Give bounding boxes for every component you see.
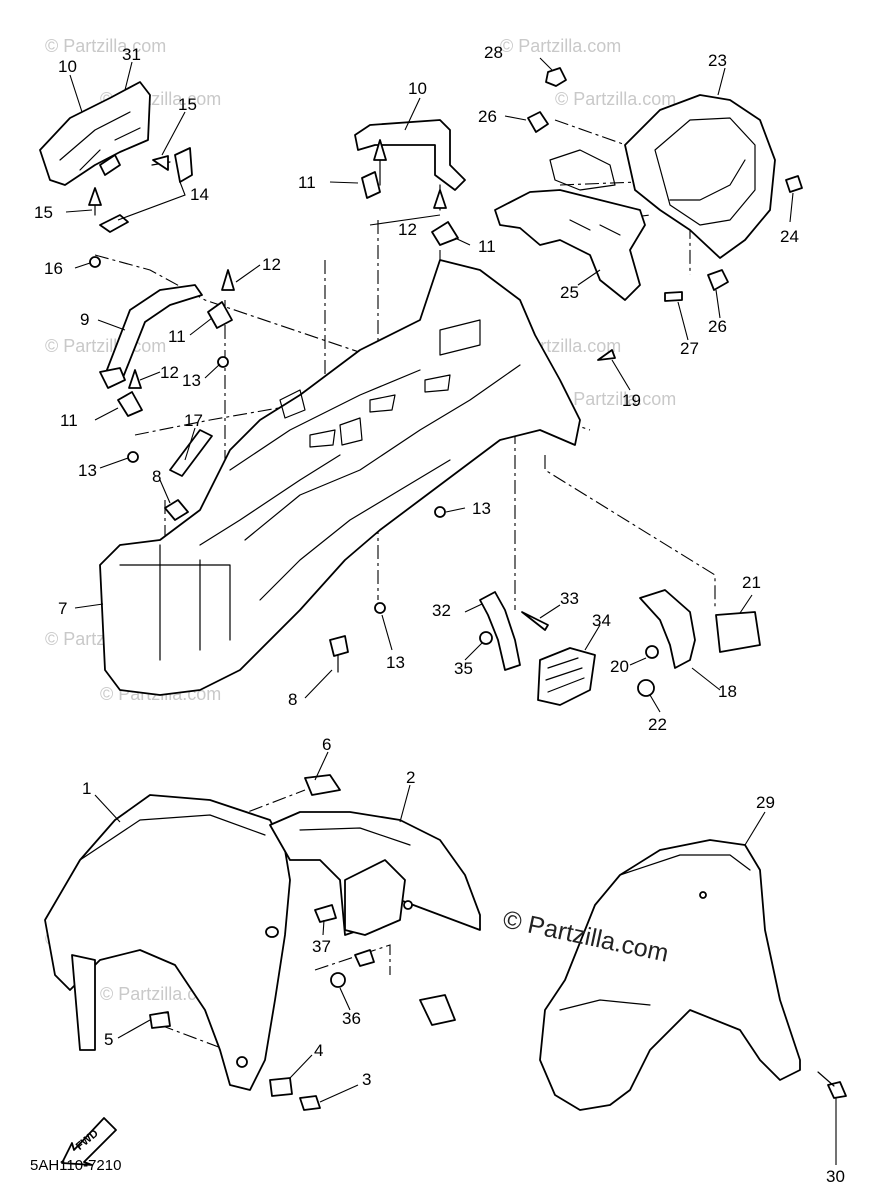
bolts-8 bbox=[164, 499, 349, 673]
callout-3: 3 bbox=[362, 1070, 371, 1089]
lamp-21 bbox=[715, 611, 761, 653]
callout-23: 23 bbox=[708, 51, 727, 70]
callout-7: 7 bbox=[58, 599, 67, 618]
callout-28: 28 bbox=[484, 43, 503, 62]
front-fender-1 bbox=[44, 794, 291, 1091]
reflector-34 bbox=[537, 647, 596, 706]
callout-13-upper: 13 bbox=[182, 371, 201, 390]
diagram-code: 5AH110-7210 bbox=[30, 1157, 121, 1174]
washer-16-icon bbox=[89, 256, 101, 268]
reflector-assembly bbox=[479, 591, 596, 706]
callout-27: 27 bbox=[680, 339, 699, 358]
callout-37: 37 bbox=[312, 937, 331, 956]
callout-12-left: 12 bbox=[160, 363, 179, 382]
fender-hardware bbox=[149, 904, 456, 1111]
callout-11-mid: 11 bbox=[168, 327, 186, 346]
pin-19 bbox=[597, 349, 616, 361]
callout-2: 2 bbox=[406, 768, 415, 787]
rear-fender-inner-7 bbox=[99, 259, 581, 696]
callout-19: 19 bbox=[622, 391, 641, 410]
callout-13-left: 13 bbox=[78, 461, 97, 480]
callout-1: 1 bbox=[82, 779, 91, 798]
callout-11-top: 11 bbox=[298, 173, 316, 192]
callout-10-top: 10 bbox=[408, 79, 427, 98]
callout-29: 29 bbox=[756, 793, 775, 812]
callout-5: 5 bbox=[104, 1030, 113, 1049]
stay-25 bbox=[494, 149, 646, 301]
callout-15-upper: 15 bbox=[178, 95, 197, 114]
callout-9: 9 bbox=[80, 310, 89, 329]
grab-handle-left bbox=[39, 81, 151, 186]
callout-4: 4 bbox=[314, 1041, 323, 1060]
callout-35: 35 bbox=[454, 659, 473, 678]
callout-21: 21 bbox=[742, 573, 761, 592]
watermark-3: © Partzilla.com bbox=[500, 36, 621, 56]
lamp-bracket-assembly bbox=[637, 589, 761, 697]
callout-8-lower: 8 bbox=[288, 690, 297, 709]
callout-25: 25 bbox=[560, 283, 579, 302]
callout-15-lower: 15 bbox=[34, 203, 53, 222]
callout-31: 31 bbox=[122, 45, 141, 64]
rear-hugger-29 bbox=[539, 839, 847, 1111]
callout-8-upper: 8 bbox=[152, 467, 161, 486]
decal-6 bbox=[304, 774, 341, 796]
callout-13-bottom: 13 bbox=[386, 653, 405, 672]
callout-22: 22 bbox=[648, 715, 667, 734]
callout-12-top: 12 bbox=[398, 220, 417, 239]
callout-11-left: 11 bbox=[60, 411, 78, 430]
callout-16: 16 bbox=[44, 259, 63, 278]
leader-lines bbox=[65, 57, 837, 1165]
callout-14: 14 bbox=[190, 185, 209, 204]
callout-18: 18 bbox=[718, 682, 737, 701]
callout-6: 6 bbox=[322, 735, 331, 754]
callout-12-mid: 12 bbox=[262, 255, 281, 274]
callout-labels: 31 10 15 15 14 16 10 11 12 11 12 9 11 12… bbox=[34, 43, 845, 1186]
callout-13-right: 13 bbox=[472, 499, 491, 518]
callout-20: 20 bbox=[610, 657, 629, 676]
callout-26-lower: 26 bbox=[708, 317, 727, 336]
watermark-1: © Partzilla.com bbox=[45, 36, 166, 56]
callout-26-upper: 26 bbox=[478, 107, 497, 126]
fasteners-top-right bbox=[527, 67, 803, 302]
callout-17: 17 bbox=[184, 411, 203, 430]
strip-17 bbox=[169, 429, 213, 477]
fender-center-2 bbox=[269, 811, 481, 936]
watermark-4: © Partzilla.com bbox=[555, 89, 676, 109]
callout-32: 32 bbox=[432, 601, 451, 620]
housing-23 bbox=[624, 94, 776, 259]
callout-10-left: 10 bbox=[58, 57, 77, 76]
callout-30: 30 bbox=[826, 1167, 845, 1186]
brackets-11 bbox=[117, 171, 459, 614]
grab-handle-9 bbox=[99, 284, 203, 389]
callout-34: 34 bbox=[592, 611, 611, 630]
watermark-5: © Partzilla.com bbox=[45, 336, 166, 356]
callout-33: 33 bbox=[560, 589, 579, 608]
callout-36: 36 bbox=[342, 1009, 361, 1028]
watermark-7: © Partzilla.com bbox=[555, 389, 676, 409]
pins bbox=[88, 139, 447, 389]
callout-11-right: 11 bbox=[478, 237, 496, 256]
callout-24: 24 bbox=[780, 227, 799, 246]
